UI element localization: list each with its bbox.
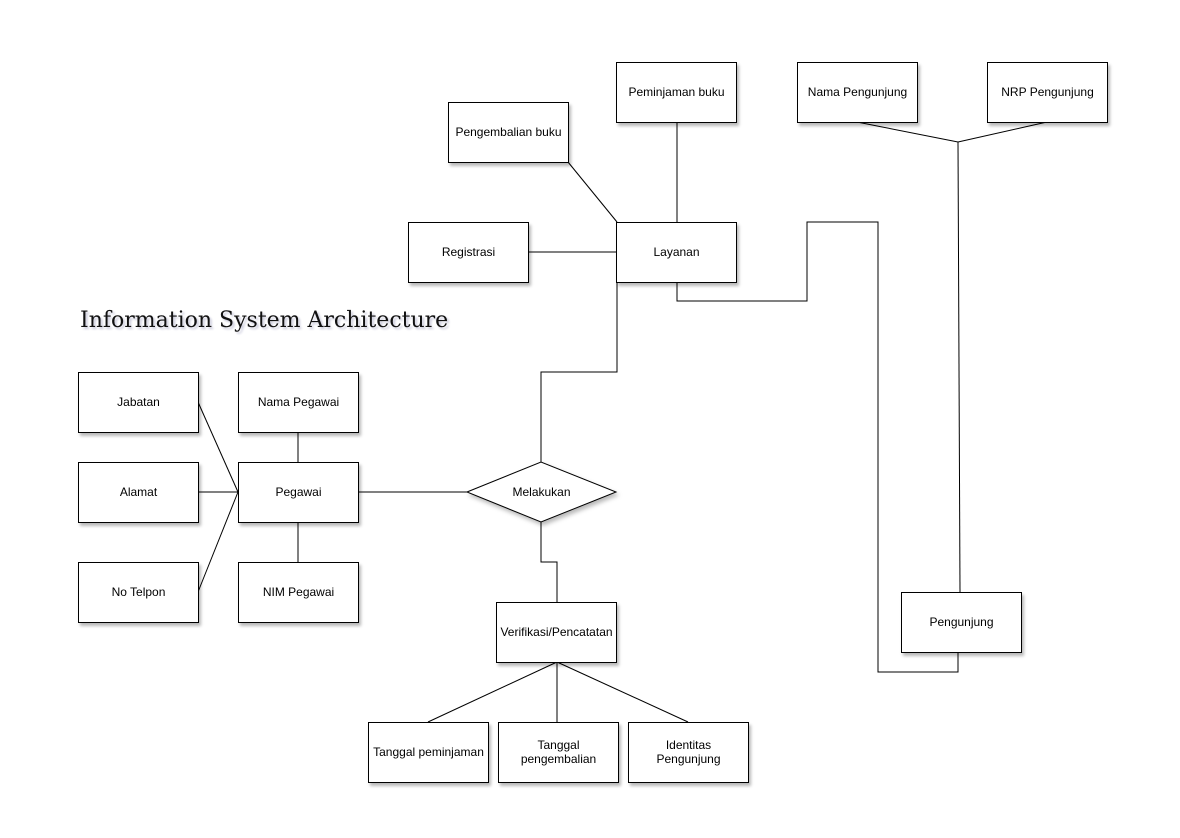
attr-nim-pegawai: NIM Pegawai bbox=[238, 562, 359, 623]
attr-no-telpon: No Telpon bbox=[78, 562, 199, 623]
edge-nrp-pengunjung bbox=[957, 121, 1048, 143]
edge-jabatan bbox=[197, 401, 239, 493]
edge-layanan-pengunjung bbox=[676, 221, 959, 673]
relationship-melakukan-label: Melakukan bbox=[512, 485, 571, 499]
entity-pegawai: Pegawai bbox=[238, 462, 359, 523]
attr-nrp-pengunjung: NRP Pengunjung bbox=[987, 62, 1108, 123]
attr-identitas-pengunjung: Identitas Pengunjung bbox=[628, 722, 749, 783]
edge-tanggal-peminjaman bbox=[427, 661, 558, 723]
diagram-title: Information System Architecture bbox=[80, 308, 449, 333]
entity-verifikasi-pencatatan: Verifikasi/Pencatatan bbox=[496, 602, 617, 663]
attr-nama-pegawai: Nama Pegawai bbox=[238, 372, 359, 433]
entity-layanan: Layanan bbox=[616, 222, 737, 283]
relationship-diamond-melakukan bbox=[465, 461, 618, 523]
edge-melakukan-verifikasi bbox=[540, 522, 558, 602]
attr-tanggal-pengembalian: Tanggal pengembalian bbox=[498, 722, 619, 783]
attr-alamat: Alamat bbox=[78, 462, 199, 523]
entity-registrasi: Registrasi bbox=[408, 222, 529, 283]
edge-layanan-melakukan bbox=[540, 282, 618, 462]
attr-tanggal-peminjaman: Tanggal peminjaman bbox=[368, 722, 489, 783]
edge-no-telpon bbox=[197, 491, 239, 593]
edge-layanan-pengembalian bbox=[567, 161, 618, 223]
edge-identitas-pengunjung bbox=[556, 661, 689, 723]
edge-pengunjung-attrs bbox=[957, 141, 961, 593]
attr-nama-pengunjung: Nama Pengunjung bbox=[797, 62, 918, 123]
entity-pengunjung: Pengunjung bbox=[901, 592, 1022, 653]
attr-jabatan: Jabatan bbox=[78, 372, 199, 433]
entity-peminjaman-buku: Peminjaman buku bbox=[616, 62, 737, 123]
entity-pengembalian-buku: Pengembalian buku bbox=[448, 102, 569, 163]
edge-nama-pengunjung bbox=[856, 121, 959, 143]
